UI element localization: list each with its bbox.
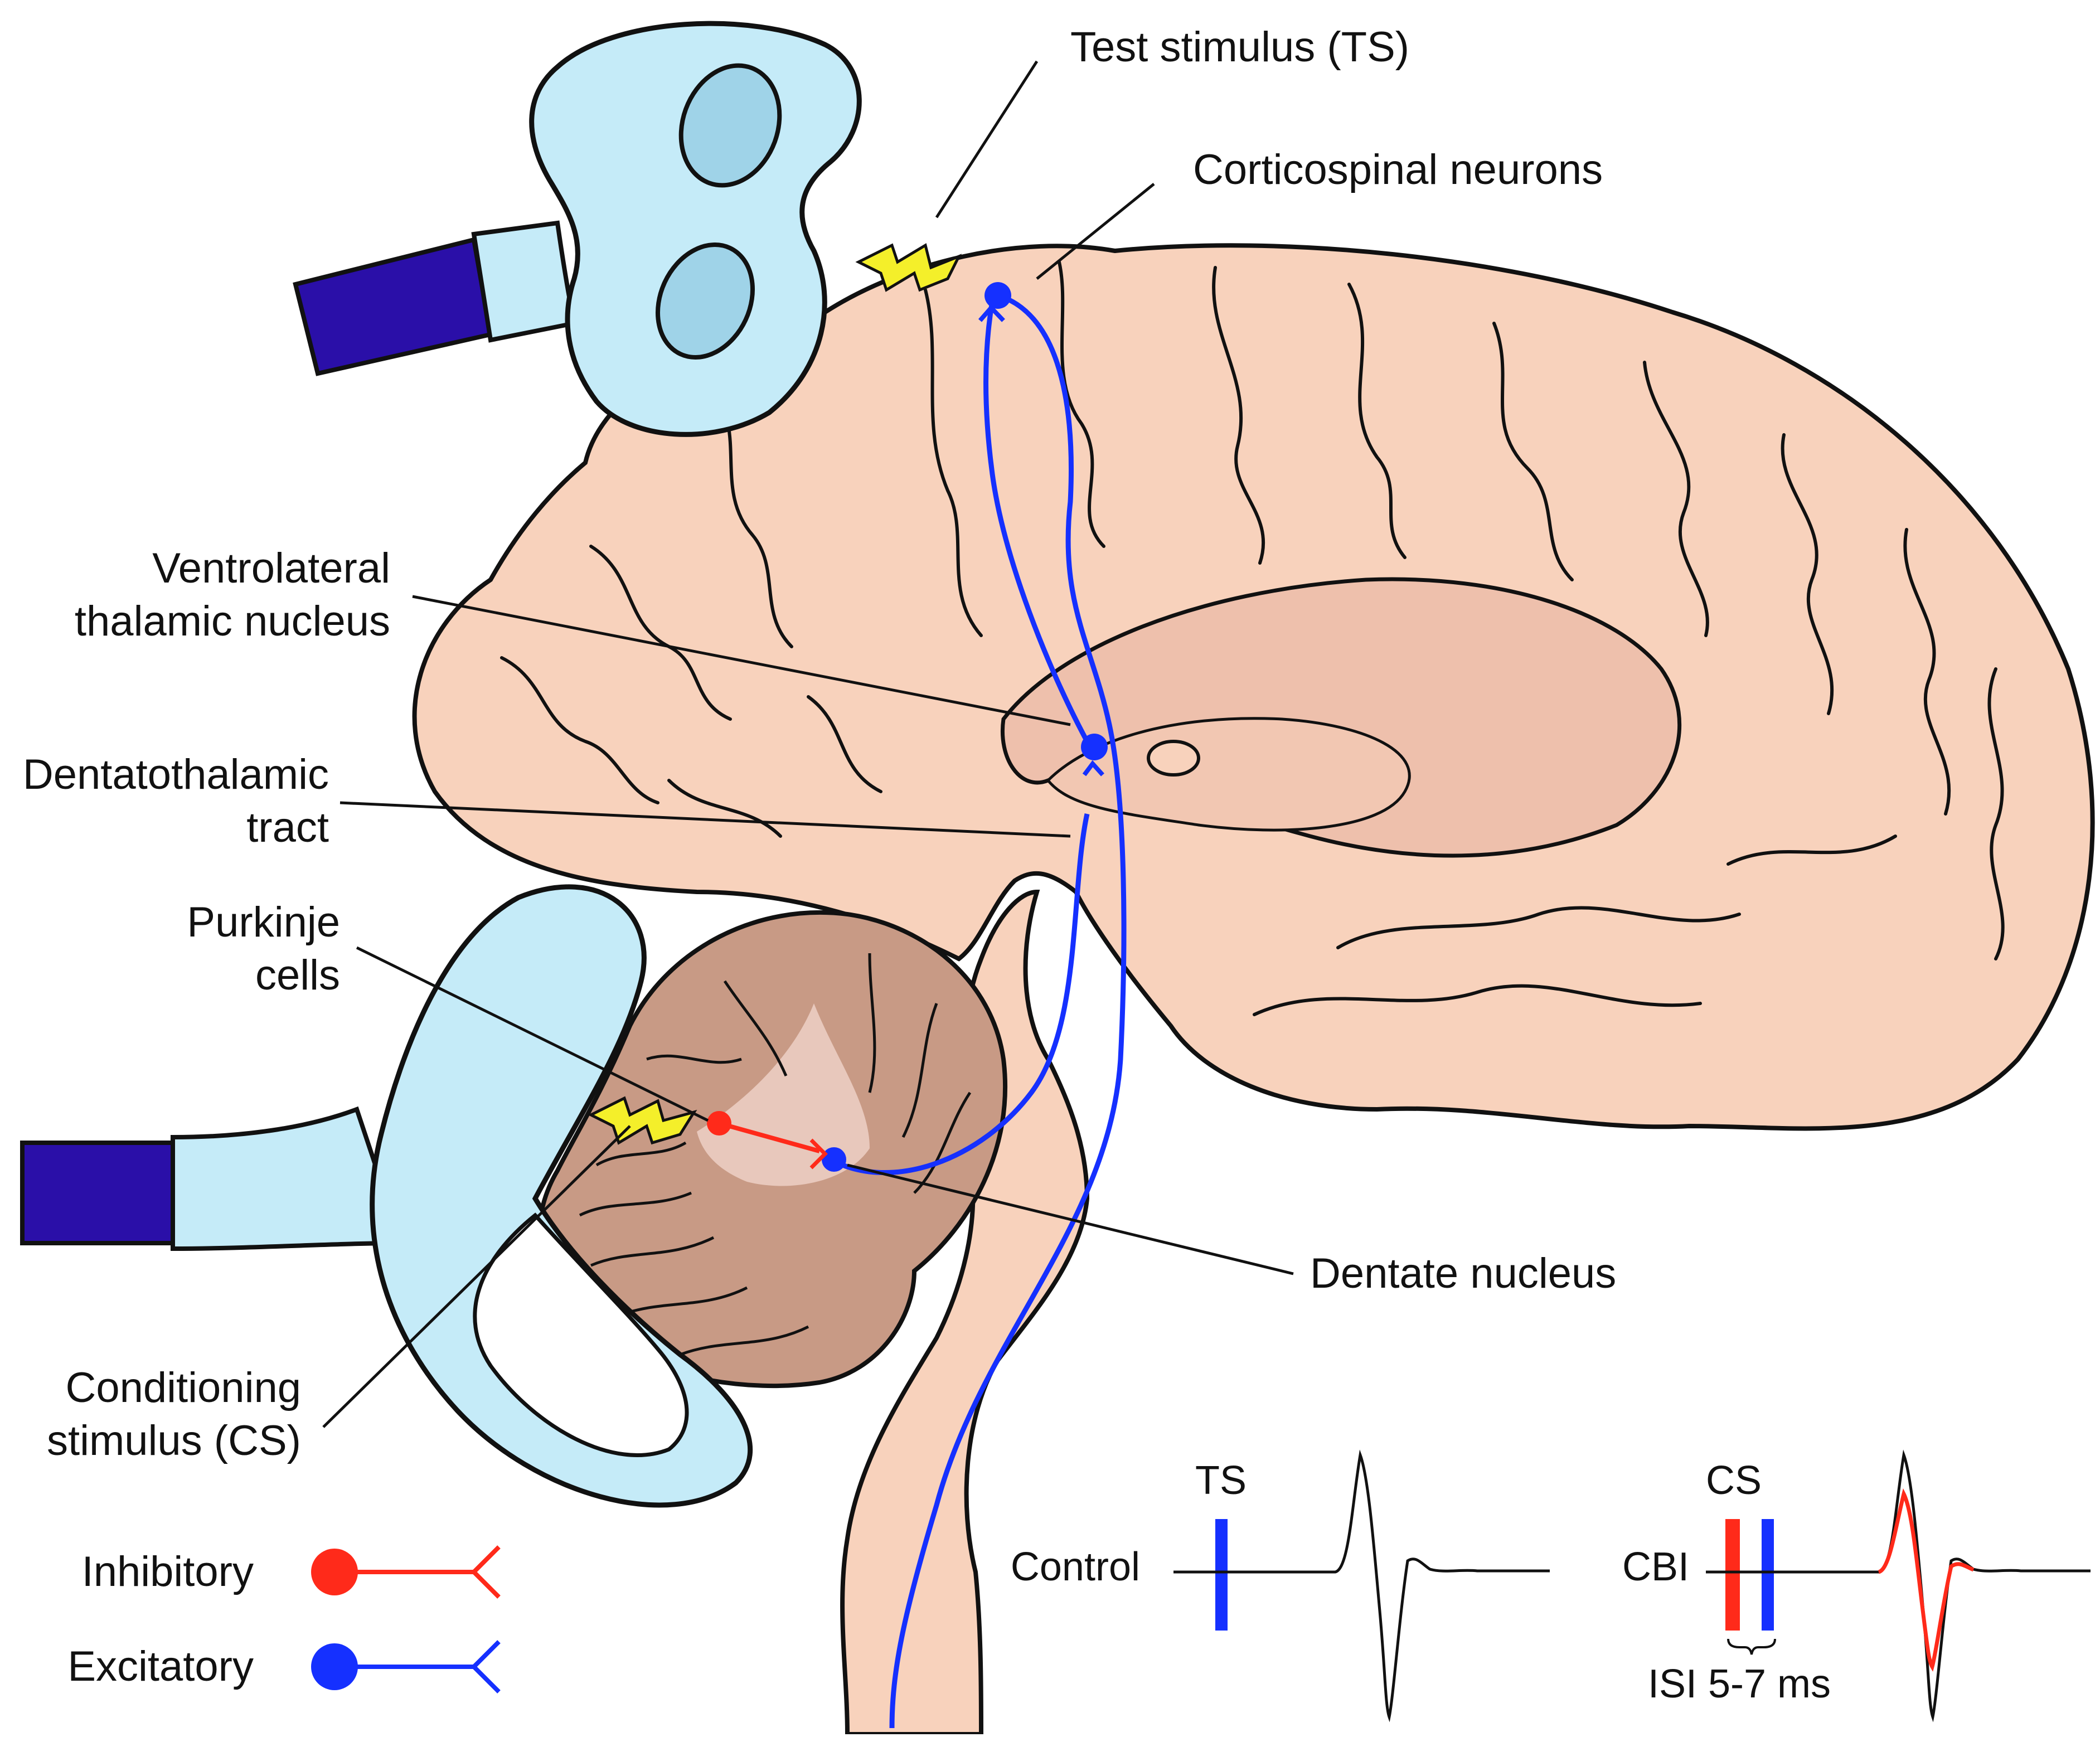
isi-label: ISI 5-7 ms [1648,1662,1831,1706]
leader-ventrolateral [412,595,1071,726]
cbi-cs-pulse [1725,1519,1740,1631]
leader-dentate [847,1163,1294,1275]
legend-inhibitory-synapse [471,1545,501,1599]
cerebrum [412,243,2095,1131]
excitatory-synapse-thalamus [1082,760,1104,777]
label-purkinje-2: cells [255,952,340,999]
label-ventrolateral-2: thalamic nucleus [75,598,390,645]
purkinje-axon [718,1121,821,1153]
cbi-trace-panel: CBI CS ISI 5-7 ms [1622,1449,2091,1723]
sulci [500,260,2005,1016]
label-dentatothalamic-2: tract [246,804,329,851]
excitatory-synapse-cortex [978,306,1005,322]
coil-top-handle-cable [293,237,493,376]
label-corticospinal: Corticospinal neurons [1193,146,1603,193]
coil-top-handle [471,220,577,343]
tms-coil-bottom [20,884,753,1508]
dentatothalamic-tract-path [829,813,1090,1176]
cerebellum [536,910,1008,1389]
thalamocortical-path [983,300,1089,743]
coil-bottom-cable [20,1141,181,1245]
spark-icon-ts [855,243,962,292]
leader-test-stimulus [935,60,1039,219]
cbi-cs-label: CS [1706,1458,1762,1503]
cbi-label: CBI [1622,1545,1689,1589]
excitatory-pathway [829,293,1127,1729]
cerebellum-white-matter [697,1003,870,1186]
leader-lines [322,60,1294,1428]
cbi-ts-pulse [1762,1519,1774,1631]
legend-excitatory-synapse [471,1640,501,1694]
control-ts-pulse [1215,1519,1228,1631]
coil-bottom-handle [171,1106,405,1251]
coil-top-hole-1 [678,63,782,188]
legend-inhibitory-label: Inhibitory [82,1548,254,1595]
cbi-mep-trace-conditioned [1878,1488,1975,1672]
corticospinal-neuron-soma [984,282,1011,309]
label-dentatothalamic-1: Dentatothalamic [23,751,329,798]
coil-top-hole-2 [655,242,755,360]
purkinje-soma [707,1111,731,1136]
leader-purkinje [356,946,709,1122]
label-ventrolateral-1: Ventrolateral [152,545,390,592]
cerebellar-folia [579,953,972,1356]
leader-conditioning [322,1125,631,1428]
control-label: Control [1011,1545,1140,1589]
label-conditioning-1: Conditioning [65,1364,301,1411]
spark-icon-cs [588,1096,697,1145]
thalamus-area [1046,717,1411,832]
control-ts-label: TS [1195,1458,1247,1503]
isi-brace [1727,1638,1776,1655]
cbi-mep-trace-control [1706,1449,2091,1723]
dentate-neuron-soma [822,1147,846,1172]
thalamic-neuron-soma [1081,734,1108,760]
interthalamic-adhesion [1147,740,1200,777]
coil-bottom-ring-inner [473,1212,689,1457]
leader-dentatothalamic [340,801,1071,838]
label-conditioning-2: stimulus (CS) [47,1417,301,1464]
legend-excitatory-label: Excitatory [67,1643,254,1690]
legend: Inhibitory Excitatory [67,1545,501,1694]
label-test-stimulus: Test stimulus (TS) [1070,23,1409,71]
corticospinal-tract [889,293,1127,1729]
inhibitory-synapse-dentate [809,1138,828,1170]
label-purkinje-1: Purkinje [187,899,340,946]
control-trace-panel: Control TS [1011,1449,1550,1723]
label-dentate: Dentate nucleus [1310,1250,1616,1297]
tms-coil-top [293,21,862,437]
leader-corticospinal [1036,183,1155,280]
control-mep-trace [1173,1449,1550,1723]
